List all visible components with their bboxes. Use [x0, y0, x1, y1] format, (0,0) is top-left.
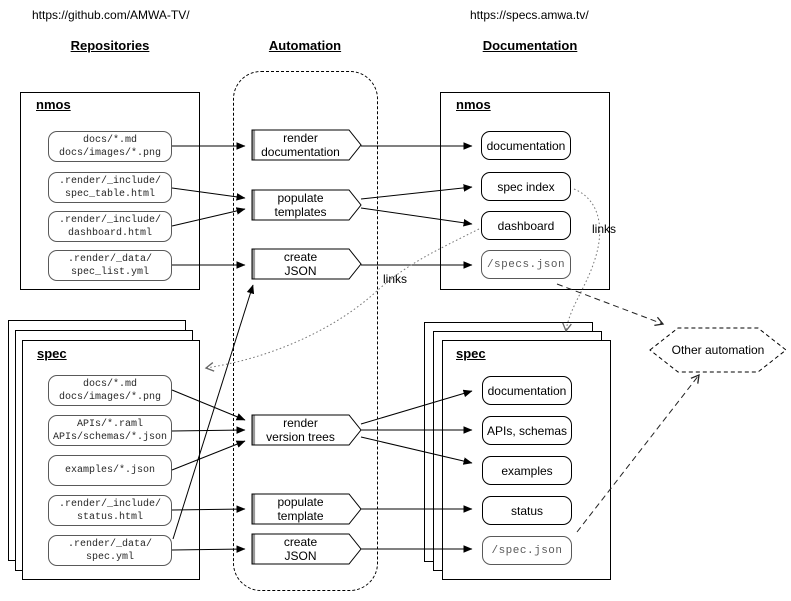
doc-nmos-dashboard: dashboard [481, 211, 571, 240]
process-populate-templates-label: populate templates [274, 191, 327, 219]
links-label-left: links [383, 272, 408, 286]
conn-specs-json-to-other-automation [556, 283, 665, 327]
process-create-json-top-label: create JSON [283, 250, 318, 278]
doc-spec-apis-schemas: APIs, schemas [482, 416, 572, 445]
file-spec-examples: examples/*.json [48, 455, 172, 486]
file-spec-apis: APIs/*.raml APIs/schemas/*.json [48, 415, 172, 446]
column-header-repositories: Repositories [70, 38, 150, 53]
file-nmos-spec-table: .render/_include/ spec_table.html [48, 172, 172, 203]
doc-nmos-documentation: documentation [481, 131, 571, 160]
process-render-documentation-label: render documentation [261, 131, 340, 159]
doc-spec-documentation: documentation [482, 376, 572, 405]
links-label-right: links [592, 222, 617, 236]
process-render-version-trees-label: render version trees [266, 416, 335, 444]
file-nmos-spec-list: .render/_data/ spec_list.yml [48, 250, 172, 281]
spec-docs-title: spec [456, 346, 486, 361]
specs-url-label: https://specs.amwa.tv/ [470, 8, 589, 22]
column-header-documentation: Documentation [482, 38, 578, 53]
doc-spec-examples: examples [482, 456, 572, 485]
file-spec-status: .render/_include/ status.html [48, 495, 172, 526]
file-spec-yml: .render/_data/ spec.yml [48, 535, 172, 566]
spec-repo-title: spec [37, 346, 67, 361]
file-nmos-dashboard: .render/_include/ dashboard.html [48, 211, 172, 242]
github-url-label: https://github.com/AMWA-TV/ [32, 8, 190, 22]
file-spec-docs-md: docs/*.md docs/images/*.png [48, 375, 172, 406]
file-nmos-docs-md: docs/*.md docs/images/*.png [48, 131, 172, 162]
other-automation-label: Other automation [671, 343, 765, 357]
doc-spec-json: /spec.json [482, 536, 572, 565]
nmos-repo-title: nmos [36, 97, 71, 112]
doc-spec-status: status [482, 496, 572, 525]
doc-nmos-specs-json: /specs.json [481, 250, 571, 279]
column-header-automation: Automation [268, 38, 342, 53]
process-populate-template-label: populate template [277, 495, 324, 523]
nmos-docs-title: nmos [456, 97, 491, 112]
process-create-json-bottom-label: create JSON [283, 535, 318, 563]
doc-nmos-spec-index: spec index [481, 172, 571, 201]
